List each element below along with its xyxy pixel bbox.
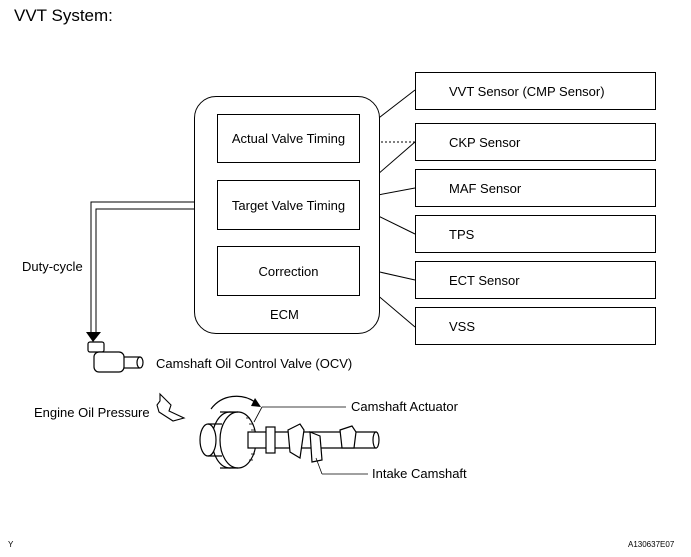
camshaft-actuator-icon xyxy=(199,395,257,469)
ecm-label: ECM xyxy=(270,307,299,322)
footer-mark: Y xyxy=(8,540,14,549)
intake-camshaft-icon xyxy=(247,423,380,463)
correction-block: Correction xyxy=(217,246,360,296)
sensor-ckp: CKP Sensor xyxy=(415,123,656,161)
sensor-maf: MAF Sensor xyxy=(415,169,656,207)
figure-code: A130637E07 xyxy=(628,540,675,549)
duty-cycle-label: Duty-cycle xyxy=(22,259,83,274)
page-title: VVT System: xyxy=(14,6,113,25)
camshaft-actuator-label: Camshaft Actuator xyxy=(351,399,458,414)
engine-oil-pressure-label: Engine Oil Pressure xyxy=(34,405,150,420)
sensor-ect: ECT Sensor xyxy=(415,261,656,299)
sensor-vvt-cmp: VVT Sensor (CMP Sensor) xyxy=(415,72,656,110)
intake-camshaft-label: Intake Camshaft xyxy=(372,466,467,481)
actual-valve-timing-block: Actual Valve Timing xyxy=(217,114,360,163)
sensor-tps: TPS xyxy=(415,215,656,253)
target-valve-timing-block: Target Valve Timing xyxy=(217,180,360,230)
ocv-label: Camshaft Oil Control Valve (OCV) xyxy=(156,356,353,371)
sensor-vss: VSS xyxy=(415,307,656,345)
oil-pressure-arrow-icon xyxy=(156,392,186,422)
ocv-valve-icon xyxy=(87,341,144,373)
